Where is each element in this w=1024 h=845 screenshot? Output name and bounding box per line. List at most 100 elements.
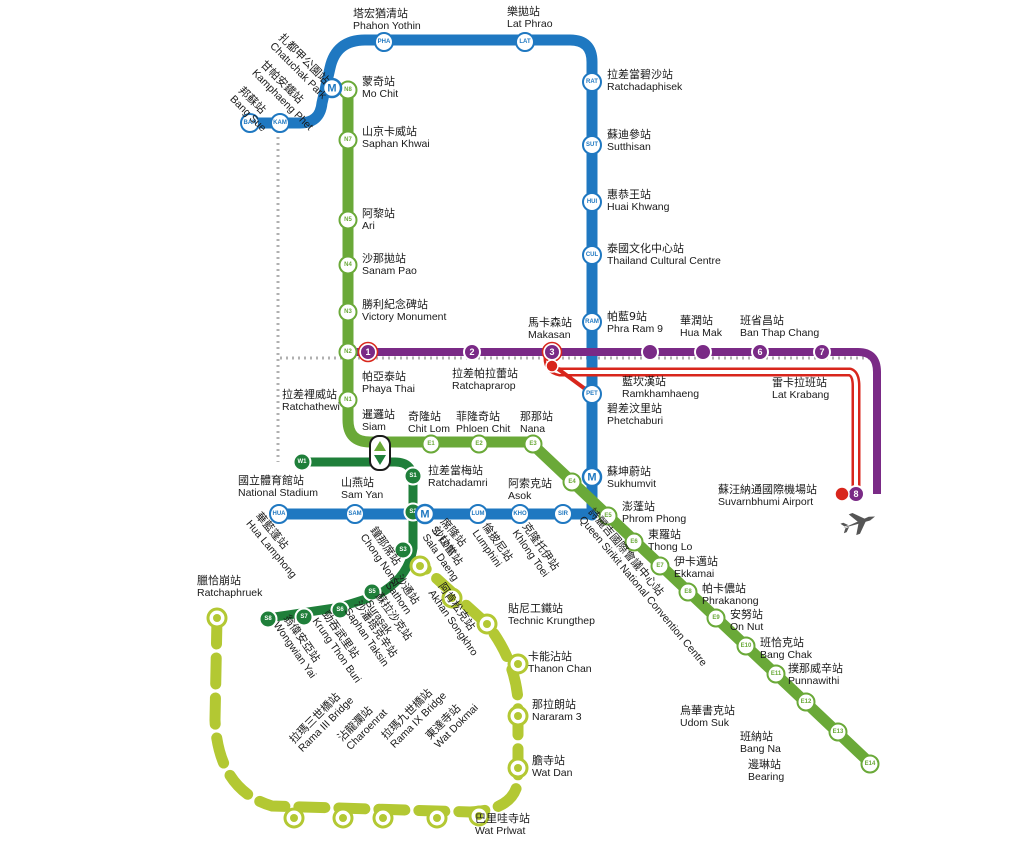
station-code: KAM [273,120,287,126]
station-name-en: Hua Mak [680,327,723,339]
interchanges: MMM [321,77,603,525]
station-name-en: Ratchaprarop [452,380,516,392]
station-name-en: Ekkamai [674,568,714,580]
mrt-interchange-icon: M [414,503,436,525]
station-code: 7 [819,347,824,357]
station-name-zh: 菲隆奇站 [456,409,500,423]
station-name-zh: 班省昌站 [740,313,784,327]
station-marker [751,343,769,361]
brt-station-marker [476,613,498,635]
express-stop-marker [545,359,559,373]
station-marker [338,342,358,362]
station-marker-e6: E6 [624,532,644,552]
station-code: LUM [472,511,485,517]
station-name-zh: 東羅站 [648,527,681,541]
station-name-en: Ratchadamri [428,477,488,489]
station-name-zh: 阿索克站 [508,476,552,490]
station-name-en: Sutthisan [607,141,651,153]
station-marker [359,343,377,361]
station-marker-airport-1: 1 [357,341,379,363]
station-code: E1 [427,441,435,447]
station-name-en: Siam [362,421,386,433]
station-marker [582,192,602,212]
station-name-zh: 貼尼工鐵站 [508,601,563,615]
station-marker [258,609,278,629]
station-marker-e7: E7 [650,556,670,576]
station-name-zh: 樂拋站 [507,4,540,18]
station-name-zh: 暹邏站 [362,407,395,421]
station-code: S2 [409,509,417,515]
station-name-zh: 阿黎站 [362,206,395,220]
station-marker [515,32,535,52]
station-name-zh: 帕卡儂站 [702,581,746,595]
station-name-en: Phra Ram 9 [607,323,663,335]
station-name-zh: 蘇迪參站 [607,127,651,141]
airport-city-line [348,348,881,494]
station-marker-lat: LAT [515,32,535,52]
station-name-en: Nana [520,423,545,435]
station-marker [338,390,358,410]
station-code: 3 [549,347,554,357]
station-marker-airport-extra [641,343,659,361]
station-ring [357,341,379,363]
station-name-en: Phetchaburi [607,415,663,427]
station-name-en: Victory Monument [362,311,447,323]
station-marker [338,302,358,322]
station-name-zh: 卡能沾站 [528,649,572,663]
brt-station-marker [441,587,463,609]
station-marker-sam: SAM [345,504,365,524]
station-name-zh: 奇隆站 [408,409,441,423]
station-marker-e12: E12 [796,692,816,712]
station-name-zh: 山燕站 [341,475,374,489]
brt-station-marker [409,555,431,577]
station-code: SIR [558,511,569,517]
station-name-zh: 班納站 [740,729,773,743]
station-name-en: Nararam 3 [532,711,582,723]
station-name-en: Sam Yan [341,489,383,501]
station-code: N8 [344,87,352,93]
station-name-zh: 那拉朗站 [532,697,576,711]
station-marker [510,504,530,524]
station-marker [828,722,848,742]
station-name-zh: 拉差帕拉蕾站 [452,366,518,380]
station-code: N1 [344,397,352,403]
station-name-en: Huai Khwang [607,201,670,213]
station-marker [582,312,602,332]
station-marker-pha: PHA [374,32,394,52]
station-marker-n2: N2 [338,342,358,362]
station-name-en: Udom Suk [680,717,730,729]
station-marker [624,532,644,552]
station-marker [582,72,602,92]
station-code: N3 [344,309,352,315]
station-name-zh: 拉差當梅站 [428,463,483,477]
station-marker-e14: E14 [860,754,880,774]
station-name-zh: 班恰克站 [760,635,804,649]
station-marker-sut: SUT [582,135,602,155]
station-code: E11 [771,671,782,677]
station-code: 6 [757,347,762,357]
station-marker-e1: E1 [421,434,441,454]
airplane-icon [840,513,876,536]
station-name-en: Mo Chit [362,88,398,100]
station-marker-s7: S7 [294,607,314,627]
brt-line [209,562,524,818]
station-name-en: Technic Krungthep [508,615,595,627]
station-dot [483,620,491,628]
station-code: E2 [475,441,483,447]
station-name-zh: 蘇坤蔚站 [607,464,651,478]
station-name-en: Phloen Chit [456,423,510,435]
